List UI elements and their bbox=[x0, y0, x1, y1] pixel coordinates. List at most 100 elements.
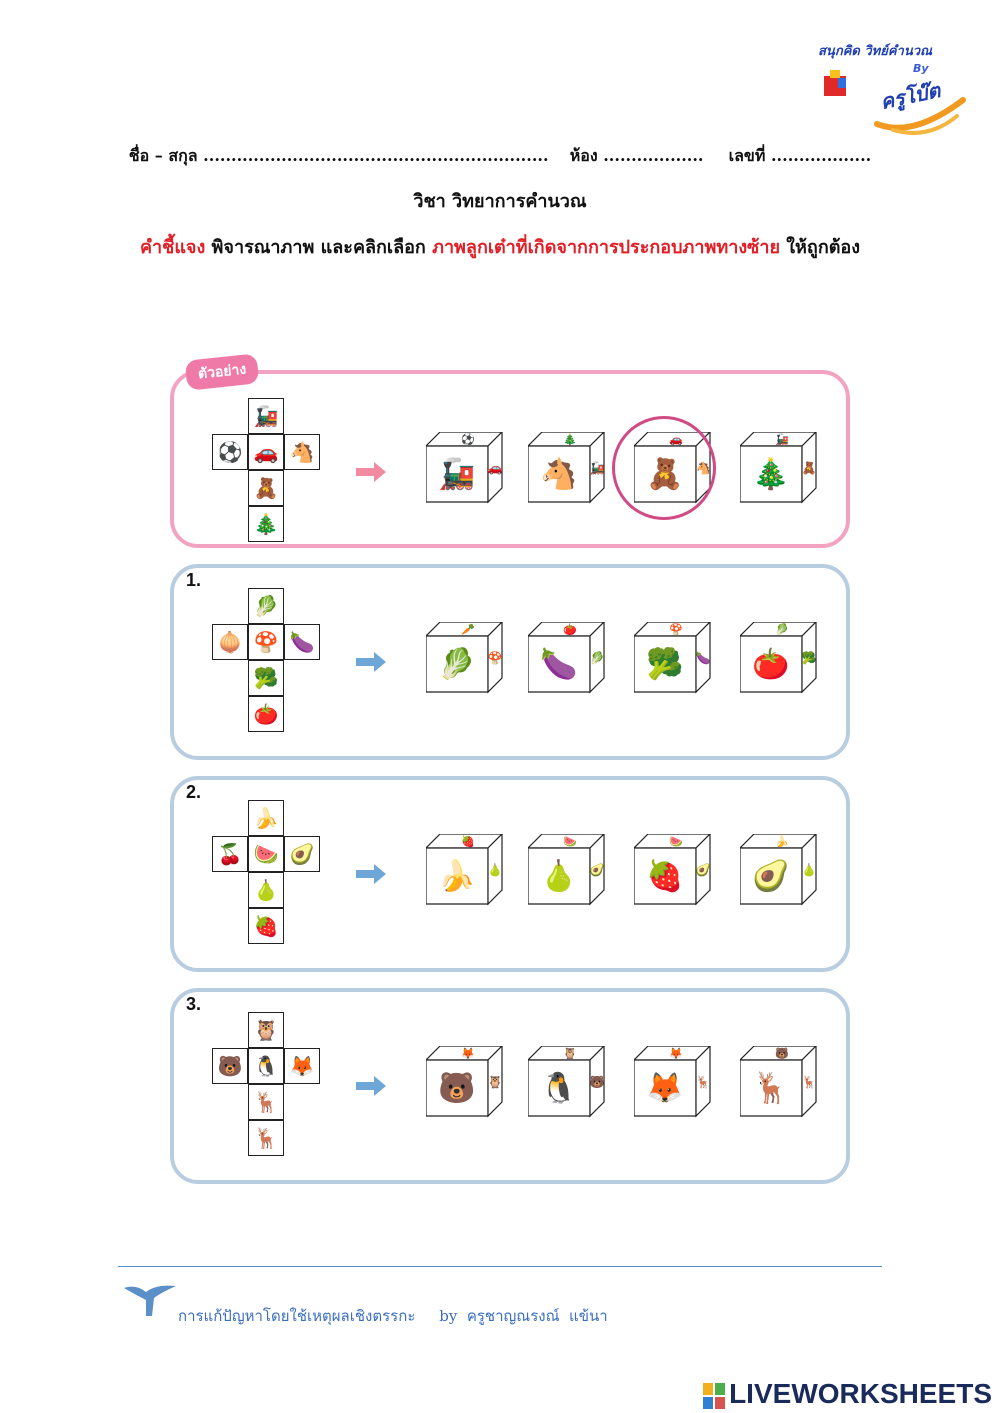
cube-option[interactable]: 🍌🥑🍐 bbox=[740, 834, 818, 906]
cube-option[interactable]: 🦉 🐧 🐻 bbox=[528, 1046, 606, 1118]
cube-option[interactable]: 🍄 🥦 🍆 bbox=[634, 622, 712, 694]
cube-outline bbox=[528, 834, 605, 906]
toy-block-icon bbox=[824, 70, 846, 96]
cube-side-image: 🧸 bbox=[801, 461, 817, 475]
footer-credit: การแก้ปัญหาโดยใช้เหตุผลเชิงตรรกะ by ครูช… bbox=[178, 1307, 608, 1325]
cube-side-image: 🥑 bbox=[589, 863, 605, 877]
room-field[interactable]: ห้อง .................. bbox=[569, 146, 704, 165]
cube-option[interactable]: 🍓🍌🍐 bbox=[426, 834, 504, 906]
cube-side-face bbox=[589, 432, 605, 504]
cube-outline bbox=[426, 622, 503, 694]
cube-side-face bbox=[801, 834, 817, 906]
cube-option[interactable]: 🥕🥬🍄 bbox=[426, 622, 504, 694]
cube-option[interactable]: 🍅🍆🥬 bbox=[528, 622, 606, 694]
net-face: 🦌 bbox=[248, 1084, 284, 1120]
cube-outline bbox=[740, 1046, 817, 1118]
cube-option[interactable]: 🐻🦌🦌 bbox=[740, 1046, 818, 1118]
question-panel-3 bbox=[170, 988, 850, 1184]
cube-side-face bbox=[487, 1046, 503, 1118]
net-face: 🚗 bbox=[248, 434, 284, 470]
net-face: 🦉 bbox=[248, 1012, 284, 1048]
name-field[interactable]: ชื่อ – สกุล ............................… bbox=[128, 146, 549, 165]
cube-side-face bbox=[801, 622, 817, 694]
net-face: 🍓 bbox=[248, 908, 284, 944]
net-face: 🐻 bbox=[212, 1048, 248, 1084]
cube-outline bbox=[528, 432, 605, 504]
question-panel-1 bbox=[170, 564, 850, 760]
cube-side-face bbox=[589, 834, 605, 906]
net-face: 🍆 bbox=[284, 624, 320, 660]
net-face: 🚂 bbox=[248, 398, 284, 434]
cube-top-image: 🚂 bbox=[775, 432, 789, 446]
net-face: 🍅 bbox=[248, 696, 284, 732]
cube-front-image: 🚂 bbox=[438, 456, 476, 492]
net-face: 🥑 bbox=[284, 836, 320, 872]
cube-top-image: 🍄 bbox=[669, 622, 683, 636]
cube-outline bbox=[528, 1046, 605, 1118]
subject-title: วิชา วิทยาการคำนวณ bbox=[413, 191, 587, 212]
bird-icon bbox=[124, 1285, 176, 1316]
net-face: 🐴 bbox=[284, 434, 320, 470]
cube-side-face bbox=[801, 432, 817, 504]
instruction-part1: พิจารณาภาพ และคลิกเลือก bbox=[205, 237, 433, 258]
net-face: 🐧 bbox=[248, 1048, 284, 1084]
swoosh-icon bbox=[874, 97, 966, 135]
cube-option[interactable]: ⚽🚂🚗 bbox=[426, 432, 504, 504]
cube-top-image: 🐻 bbox=[775, 1046, 789, 1060]
cube-side-face bbox=[589, 1046, 605, 1118]
cube-option[interactable]: 🚂🎄🧸 bbox=[740, 432, 818, 504]
cube-option[interactable]: 🦊🐻🦉 bbox=[426, 1046, 504, 1118]
cube-top-image: 🦉 bbox=[563, 1046, 577, 1060]
cube-option[interactable]: 🍉 🍐 🥑 bbox=[528, 834, 606, 906]
cube-top-image: 🦊 bbox=[461, 1046, 475, 1060]
cube-front-image: 🐻 bbox=[438, 1070, 476, 1106]
cube-option[interactable]: 🍉🍓🥑 bbox=[634, 834, 712, 906]
liveworksheets-brand: LIVEWORKSHEETS bbox=[703, 1378, 992, 1410]
cube-top-image: ⚽ bbox=[461, 432, 475, 446]
cube-option[interactable]: 🎄🐴🚂 bbox=[528, 432, 606, 504]
cube-outline bbox=[426, 834, 503, 906]
cube-top-image: 🍓 bbox=[461, 834, 475, 848]
cube-outline bbox=[634, 622, 711, 694]
cube-top-image: 🎄 bbox=[563, 432, 577, 446]
student-info-line: ชื่อ – สกุล ............................… bbox=[0, 144, 1000, 169]
cube-side-image: 🍆 bbox=[695, 651, 711, 665]
number-field[interactable]: เลขที่ .................. bbox=[728, 146, 872, 165]
logo-by: By bbox=[913, 62, 929, 75]
cube-side-image: 🥬 bbox=[589, 651, 605, 665]
net-face: 🥦 bbox=[248, 660, 284, 696]
cube-side-image: 🐻 bbox=[589, 1075, 605, 1089]
cube-top-image: 🥕 bbox=[461, 622, 475, 636]
liveworksheets-icon bbox=[703, 1382, 726, 1409]
cube-front-image: 🦊 bbox=[646, 1070, 684, 1106]
net-face: 🍒 bbox=[212, 836, 248, 872]
cube-top-image: 🍉 bbox=[563, 834, 577, 848]
cube-front-image: 🐧 bbox=[540, 1070, 578, 1106]
cube-outline bbox=[426, 432, 503, 504]
cube-front-image: 🥦 bbox=[646, 646, 684, 682]
cube-option[interactable]: 🥬🍅🥦 bbox=[740, 622, 818, 694]
net-face: 🦌 bbox=[248, 1120, 284, 1156]
cube-top-image: 🥬 bbox=[775, 622, 789, 636]
net-face: 🍌 bbox=[248, 800, 284, 836]
net-face: 🧅 bbox=[212, 624, 248, 660]
logo-title: สนุกคิด วิทย์คำนวณ bbox=[818, 44, 933, 59]
cube-front-image: 🥬 bbox=[438, 646, 476, 682]
net-face: ⚽ bbox=[212, 434, 248, 470]
cube-outline bbox=[740, 622, 817, 694]
net-face: 🍄 bbox=[248, 624, 284, 660]
question-panel-2 bbox=[170, 776, 850, 972]
cube-side-image: 🦌 bbox=[801, 1075, 817, 1089]
cube-option[interactable]: 🦊🦊🦌 bbox=[634, 1046, 712, 1118]
example-answer-circle bbox=[612, 416, 716, 520]
cube-front-image: 🐴 bbox=[540, 456, 578, 492]
cube-front-image: 🍐 bbox=[540, 858, 578, 894]
footer-divider bbox=[118, 1266, 882, 1267]
liveworksheets-text: LIVEWORKSHEETS bbox=[729, 1378, 992, 1409]
net-face: 🍉 bbox=[248, 836, 284, 872]
instruction: คำชี้แจง พิจารณาภาพ และคลิกเลือก ภาพลูกเ… bbox=[0, 232, 1000, 261]
net-face: 🍐 bbox=[248, 872, 284, 908]
cube-side-face bbox=[801, 1046, 817, 1118]
cube-outline bbox=[634, 1046, 711, 1118]
instruction-lead: คำชี้แจง bbox=[139, 237, 206, 258]
